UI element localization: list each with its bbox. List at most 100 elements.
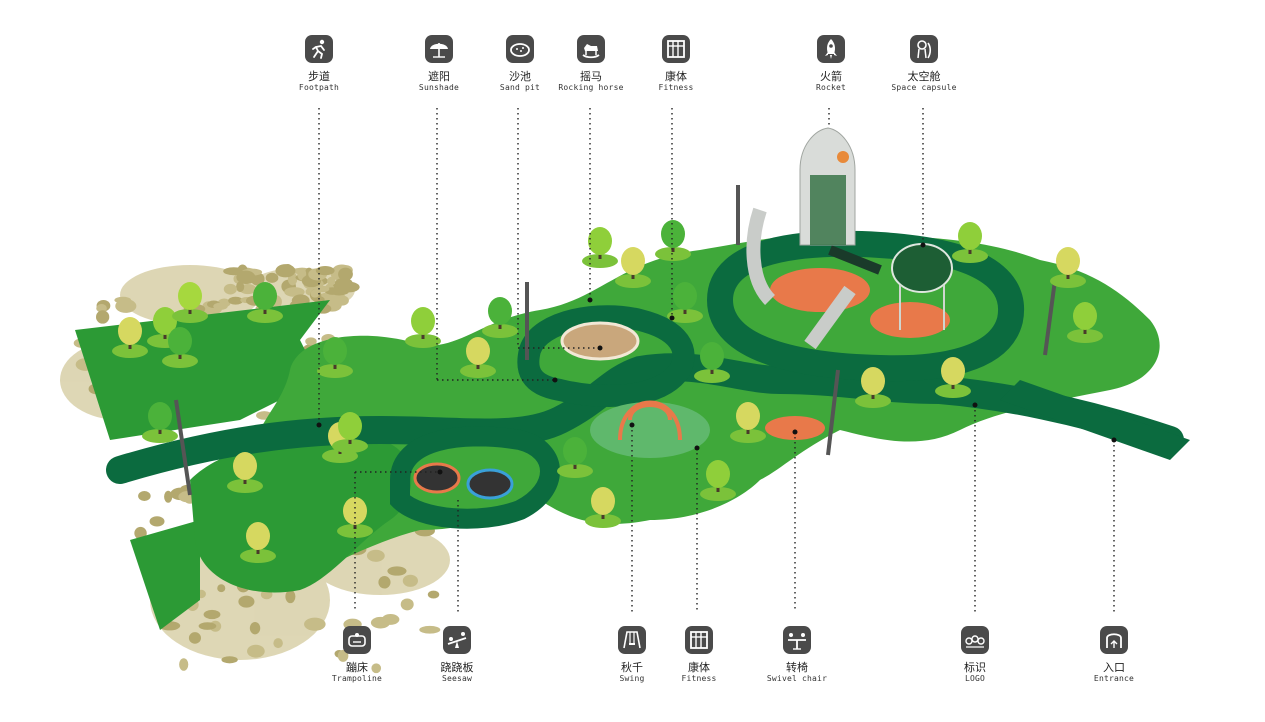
swing-floor [590, 402, 710, 458]
pebble [198, 622, 217, 630]
rocking-horse-icon [577, 35, 605, 63]
callout-trampoline: 蹦床 Trampoline [297, 626, 417, 684]
trees [112, 220, 1103, 563]
tree [855, 367, 891, 408]
callout-fitness-top: 康体 Fitness [616, 35, 736, 93]
pebble [427, 590, 440, 599]
entrance-gate-icon [1100, 626, 1128, 654]
swivel-rubber-floor [765, 416, 825, 440]
tree [332, 412, 368, 453]
tree [1050, 247, 1086, 288]
tree [247, 282, 283, 323]
tree [952, 222, 988, 263]
pebble [236, 281, 245, 293]
pebble [228, 296, 244, 305]
pebble [138, 490, 151, 502]
pebble [334, 277, 353, 289]
umbrella-icon [425, 35, 453, 63]
pebble [95, 310, 110, 324]
tree [694, 342, 730, 383]
pebble [238, 595, 255, 608]
tree [1067, 302, 1103, 343]
callout-space-capsule: 太空舱 Space capsule [864, 35, 984, 93]
loop-path [517, 305, 695, 407]
pebble [149, 516, 165, 527]
sunshade-label-en: Sunshade [418, 83, 460, 92]
rocket-icon [817, 35, 845, 63]
tree [162, 327, 198, 368]
pebble [164, 490, 173, 503]
pebble [273, 638, 283, 649]
tree [730, 402, 766, 443]
tree [317, 337, 353, 378]
trampoline-icon [343, 626, 371, 654]
tree [585, 487, 621, 528]
tree [337, 497, 373, 538]
rocket-label-en: Rocket [815, 83, 847, 92]
pebble [327, 276, 336, 286]
footpath-label-cn: 步道 [308, 70, 330, 83]
fitness-frame-icon [662, 35, 690, 63]
tree [935, 357, 971, 398]
tree [615, 247, 651, 288]
pebble [335, 295, 349, 306]
callout-sandpit: 沙池 Sand pit [460, 35, 580, 93]
pebble [188, 632, 201, 644]
pebble [371, 663, 382, 674]
fitness-frame-icon [685, 626, 713, 654]
lower-loop-path [390, 426, 560, 529]
tree [667, 282, 703, 323]
trampoline-2 [466, 468, 514, 500]
swivel-chair-label-en: Swivel chair [766, 674, 828, 683]
tree [227, 452, 263, 493]
rocket-label-cn: 火箭 [820, 70, 842, 83]
tree [582, 227, 618, 268]
pebble [221, 656, 238, 664]
pebble [419, 625, 441, 634]
fitness-bottom-label-en: Fitness [681, 674, 717, 683]
pebble [387, 566, 407, 576]
capsule-rubber-floor [870, 302, 950, 338]
pebble [236, 270, 256, 284]
swivel-chair-label-cn: 转椅 [786, 661, 808, 674]
sandpit-label-cn: 沙池 [509, 70, 531, 83]
trampoline-label-en: Trampoline [331, 674, 383, 683]
seesaw-label-cn: 跷跷板 [440, 661, 474, 674]
swing-label-en: Swing [619, 674, 645, 683]
callout-sunshade: 遮阳 Sunshade [379, 35, 499, 93]
tree [557, 437, 593, 478]
pebble [114, 296, 132, 304]
pebble [305, 337, 317, 346]
trampoline-1 [413, 462, 461, 494]
logo-label-cn: 标识 [964, 661, 986, 674]
callout-swivel-chair: 转椅 Swivel chair [737, 626, 857, 684]
sand-pit [560, 321, 640, 361]
entrance-label-en: Entrance [1093, 674, 1135, 683]
sandpit-label-en: Sand pit [499, 83, 541, 92]
swing-label-cn: 秋千 [621, 661, 643, 674]
pebble [179, 658, 189, 671]
callout-fitness-bottom: 康体 Fitness [639, 626, 759, 684]
callout-footpath: 步道 Footpath [259, 35, 379, 93]
sand-pit-icon [506, 35, 534, 63]
tree [482, 297, 518, 338]
tree [655, 220, 691, 261]
pebble [282, 264, 294, 277]
callout-rocket: 火箭 Rocket [771, 35, 891, 93]
footpath-label-en: Footpath [298, 83, 340, 92]
pebble [338, 267, 353, 281]
rocket-rubber-floor [770, 268, 870, 312]
pebble [370, 616, 391, 629]
running-person-icon [305, 35, 333, 63]
pebble [249, 621, 261, 635]
entrance-label-cn: 入口 [1103, 661, 1125, 674]
logo-label-en: LOGO [964, 674, 986, 683]
swing-frame [618, 400, 682, 441]
pebble [400, 598, 414, 611]
callout-seesaw: 跷跷板 Seesaw [397, 626, 517, 684]
rocket-tower [746, 127, 882, 350]
callout-swing: 秋千 Swing [572, 626, 692, 684]
tree [240, 522, 276, 563]
tree [405, 307, 441, 348]
